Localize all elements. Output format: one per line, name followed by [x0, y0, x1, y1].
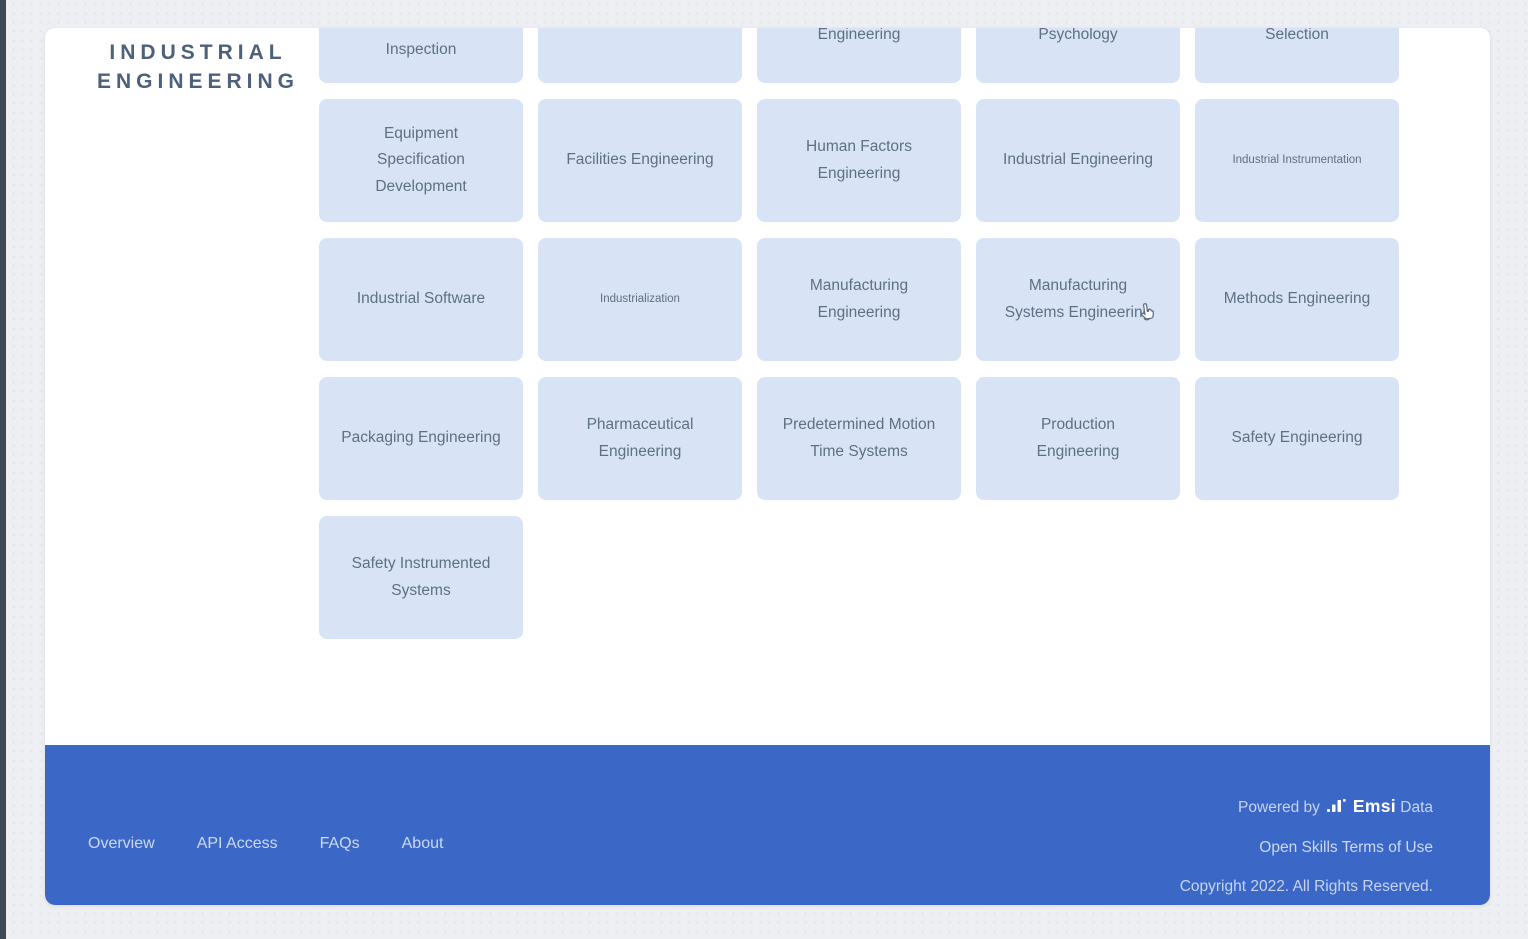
skill-tile[interactable]: Selection: [1195, 28, 1399, 83]
terms-of-use-link[interactable]: Open Skills Terms of Use: [1259, 839, 1433, 856]
footer-link-about[interactable]: About: [401, 835, 444, 852]
skill-tile[interactable]: Psychology: [976, 28, 1180, 83]
window-edge-strip: [0, 0, 6, 939]
category-title: INDUSTRIAL ENGINEERING: [96, 41, 300, 93]
skill-tile[interactable]: [538, 28, 742, 83]
taxonomy-card: INDUSTRIAL ENGINEERING Inspection Enginee…: [45, 28, 1490, 905]
skill-tile[interactable]: Industrial Instrumentation: [1195, 99, 1399, 222]
skill-tile[interactable]: Production Engineering: [976, 377, 1180, 500]
skill-tile[interactable]: Manufacturing Engineering: [757, 238, 961, 361]
emsi-brand-text: Emsi: [1352, 796, 1396, 816]
skill-tile[interactable]: Pharmaceutical Engineering: [538, 377, 742, 500]
skill-tile[interactable]: Facilities Engineering: [538, 99, 742, 222]
emsi-logo-icon: [1326, 789, 1349, 828]
skill-tile[interactable]: Safety Engineering: [1195, 377, 1399, 500]
footer-legal: Powered by Emsi Data Open Skills Terms o…: [1180, 787, 1433, 905]
skill-tile[interactable]: Equipment Specification Development: [319, 99, 523, 222]
footer-nav: Overview API Access FAQs About: [88, 835, 443, 853]
skill-tile[interactable]: Inspection: [319, 28, 523, 83]
skill-tile[interactable]: Packaging Engineering: [319, 377, 523, 500]
skills-grid: Inspection Engineering Psychology Selection…: [319, 28, 1399, 639]
copyright-line: Copyright 2022. All Rights Reserved.: [1179, 878, 1433, 895]
skill-tile[interactable]: Manufacturing Systems Engineering: [976, 238, 1180, 361]
footer-link-faqs[interactable]: FAQs: [319, 835, 360, 852]
skill-tile[interactable]: Engineering: [757, 28, 961, 83]
powered-by-line: Powered by Emsi Data: [1180, 787, 1433, 828]
skill-tile[interactable]: Human Factors Engineering: [757, 99, 961, 222]
powered-by-text: Powered by: [1238, 799, 1320, 816]
skill-tile[interactable]: Methods Engineering: [1195, 238, 1399, 361]
terms-line: Open Skills Terms of Use: [1180, 828, 1433, 867]
skill-tile[interactable]: Industrialization: [538, 238, 742, 361]
skill-tile[interactable]: Industrial Engineering: [976, 99, 1180, 222]
footer-link-overview[interactable]: Overview: [88, 835, 155, 852]
skill-tile[interactable]: Safety Instrumented Systems: [319, 516, 523, 639]
skill-tile[interactable]: Industrial Software: [319, 238, 523, 361]
skill-tile[interactable]: Predetermined Motion Time Systems: [757, 377, 961, 500]
page-footer: Overview API Access FAQs About Powered by E…: [45, 745, 1490, 905]
footer-link-api-access[interactable]: API Access: [196, 835, 278, 852]
data-text: Data: [1400, 799, 1433, 816]
